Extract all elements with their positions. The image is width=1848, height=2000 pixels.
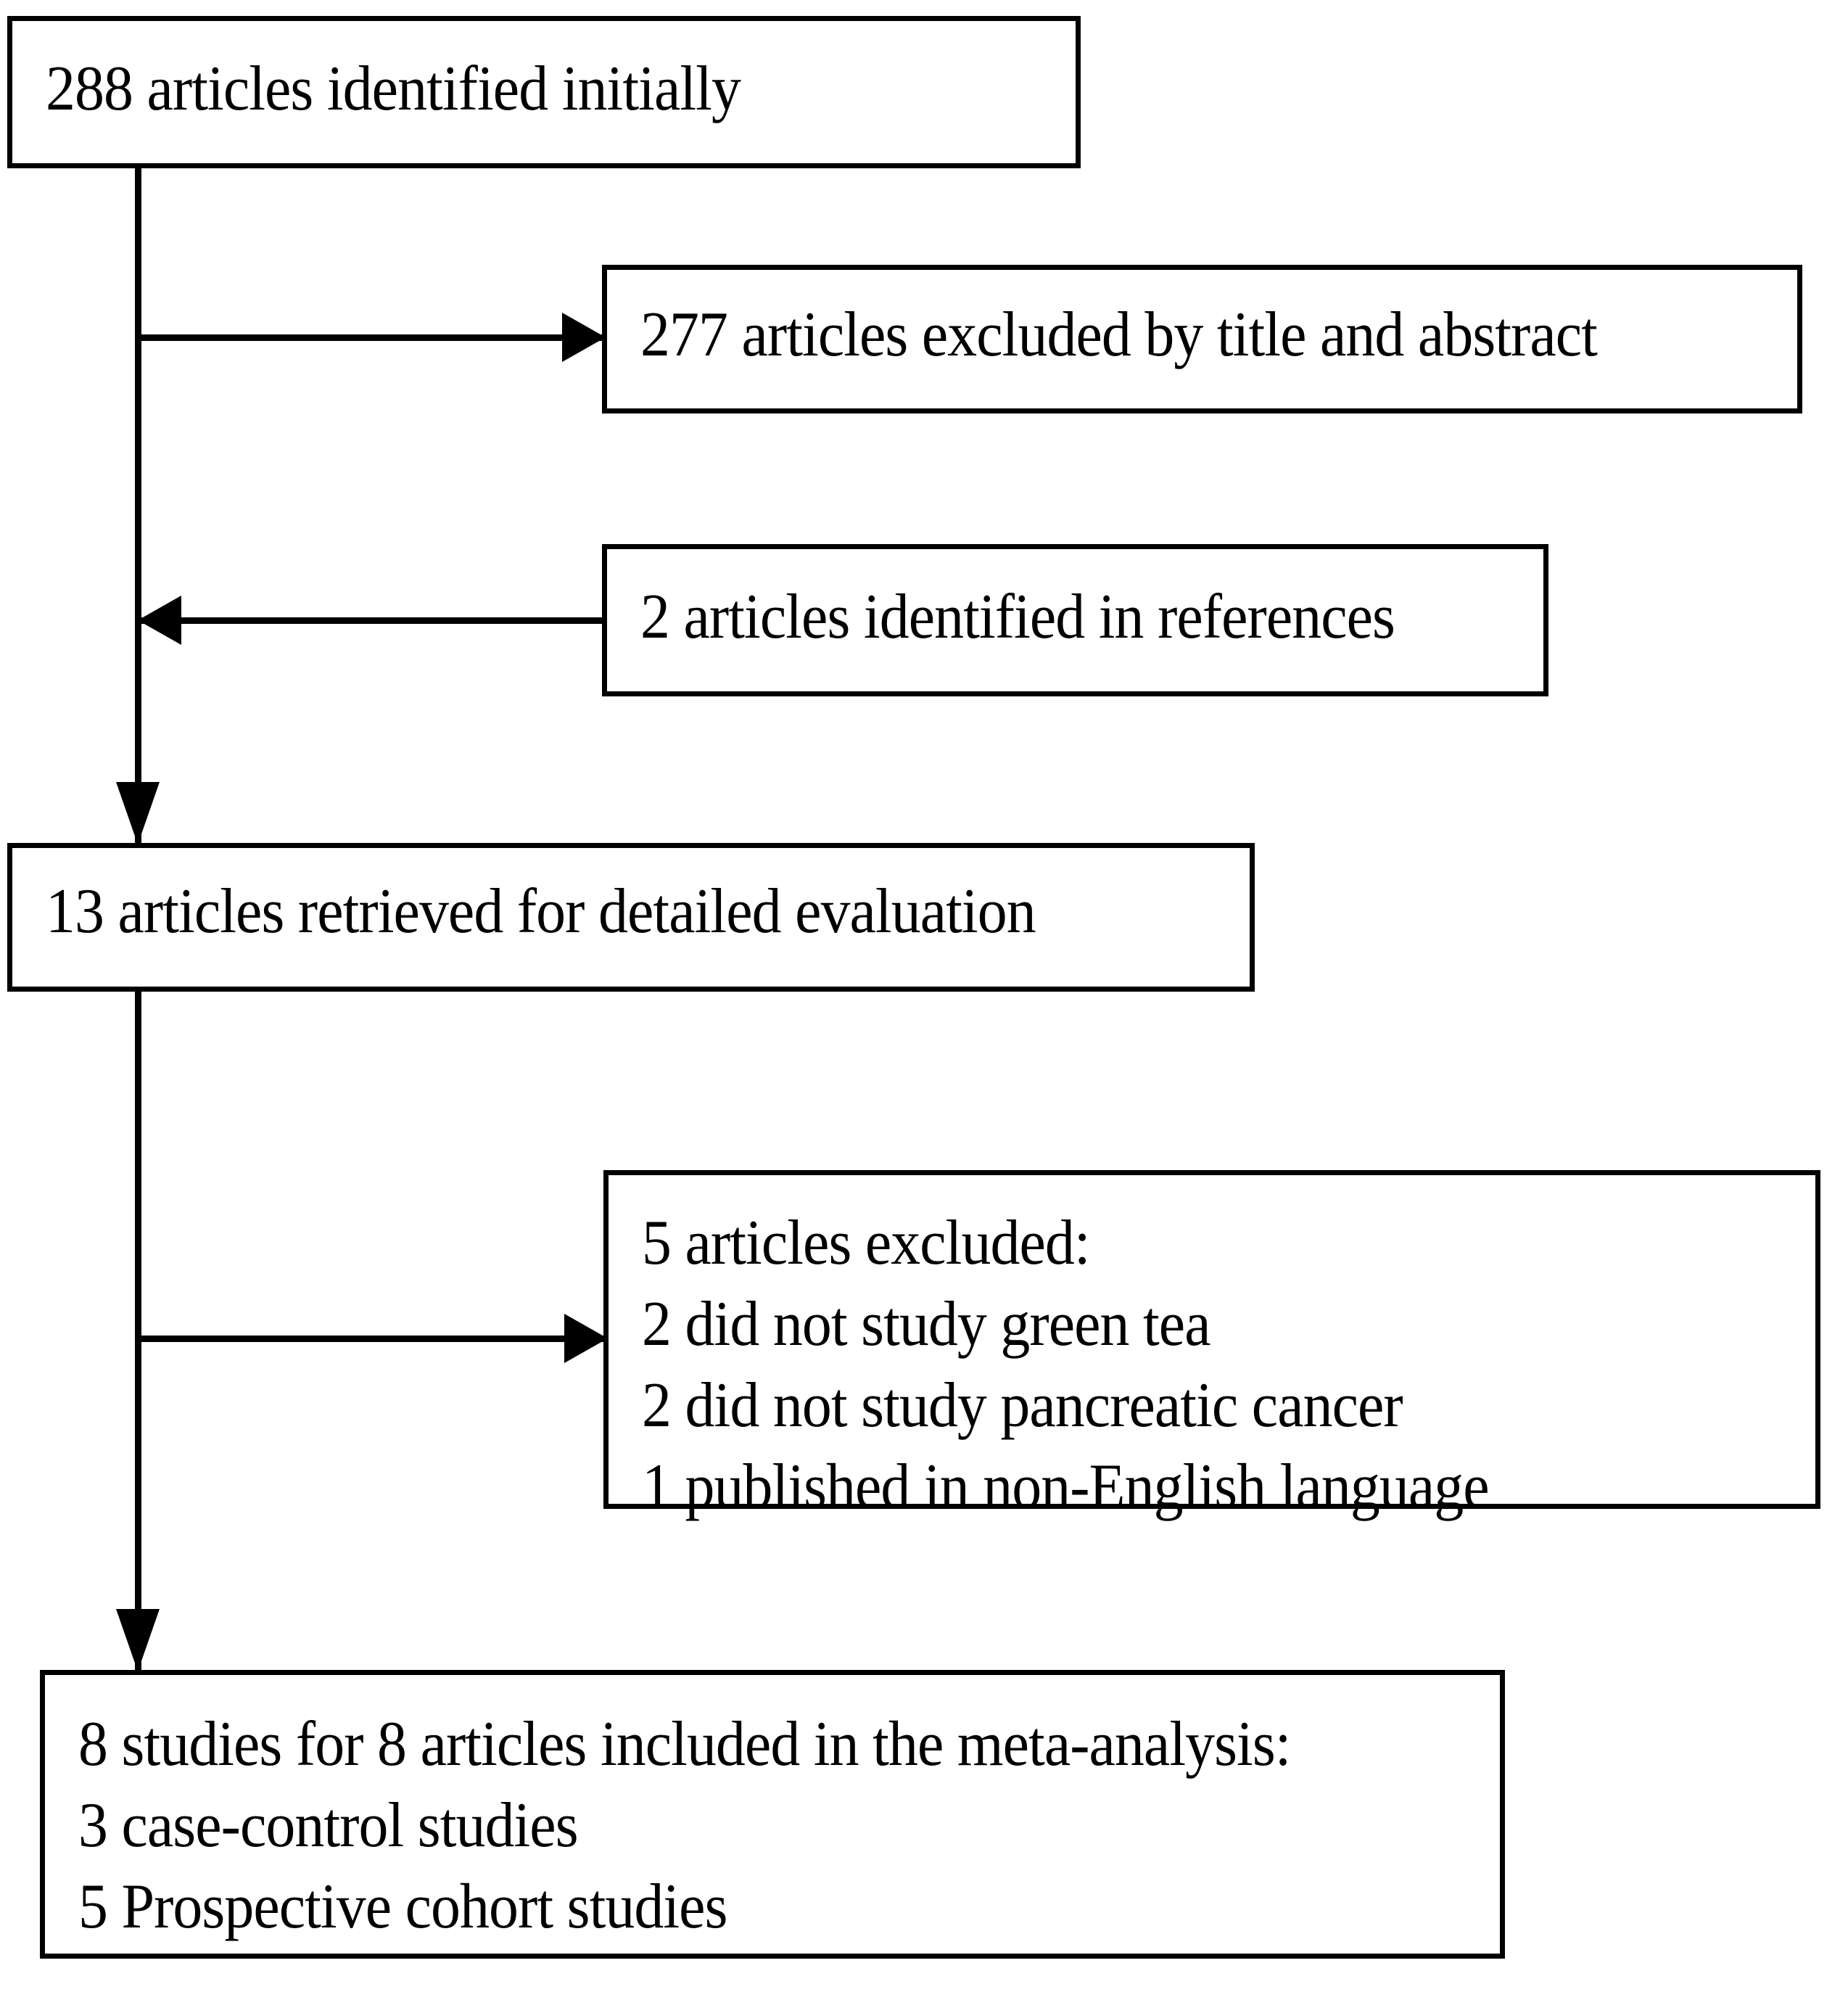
arrowhead-down-icon (116, 782, 160, 844)
connector-identified-to-retrieved (135, 168, 141, 843)
arrowhead-down-icon (116, 1609, 160, 1671)
node-articles-identified: 288 articles identified initially (7, 16, 1081, 168)
connector-identified-to-excluded-title (138, 334, 606, 341)
node-articles-identified-label: 288 articles identified initially (46, 54, 741, 124)
arrowhead-left-icon (138, 596, 181, 645)
node-identified-in-references: 2 articles identified in references (602, 544, 1548, 696)
arrowhead-right-icon (562, 313, 606, 362)
connector-retrieved-to-excluded-five (138, 1336, 606, 1342)
node-five-articles-excluded-label: 5 articles excluded: 2 did not study gre… (642, 1208, 1490, 1522)
node-retrieved-for-detailed-evaluation: 13 articles retrieved for detailed evalu… (7, 843, 1255, 992)
connector-retrieved-to-included (135, 992, 141, 1670)
node-excluded-by-title-and-abstract-label: 277 articles excluded by title and abstr… (640, 300, 1598, 370)
node-excluded-by-title-and-abstract: 277 articles excluded by title and abstr… (602, 265, 1802, 413)
connector-references-to-spine (138, 617, 606, 624)
node-identified-in-references-label: 2 articles identified in references (640, 582, 1395, 652)
arrowhead-right-icon (564, 1314, 608, 1363)
node-five-articles-excluded: 5 articles excluded: 2 did not study gre… (603, 1170, 1820, 1522)
node-studies-included-in-meta-analysis-label: 8 studies for 8 articles included in the… (78, 1709, 1292, 1942)
node-retrieved-for-detailed-evaluation-label: 13 articles retrieved for detailed evalu… (46, 876, 1036, 947)
node-studies-included-in-meta-analysis: 8 studies for 8 articles included in the… (40, 1670, 1505, 1959)
